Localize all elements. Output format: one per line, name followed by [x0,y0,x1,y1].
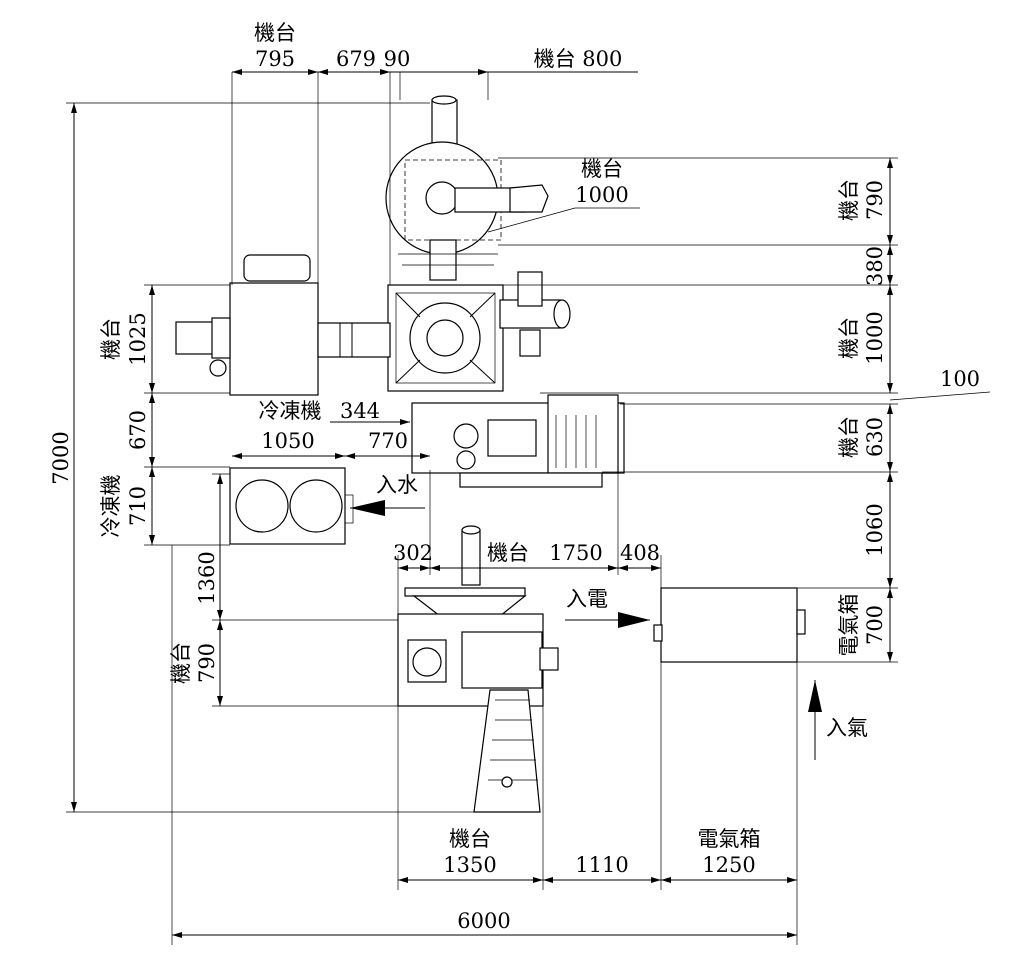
mid-top-label: 機台 [581,157,623,181]
top-d2-value: 679 [336,47,376,71]
mid-d344: 344 [340,399,380,423]
left-chiller-value: 710 [126,486,150,526]
power-arrow-icon [618,612,650,628]
lower-machine [397,525,559,813]
electrical-box [653,587,806,663]
left-machine [175,254,391,396]
mid-d1750: 1750 [549,541,602,565]
top-m1-label: 機台 [254,21,296,45]
right-box-label: 電氣箱 [837,594,861,657]
top-m2-value: 機台 800 [534,47,623,71]
mid-d1000: 1000 [575,183,628,207]
left-m-value: 1025 [126,312,150,365]
mid-chiller-label: 冷凍機 [259,399,322,423]
left-gap-value: 670 [126,410,150,450]
left-d-value: 1360 [195,551,219,604]
mid-d302: 302 [393,541,433,565]
right-m-label3: 機台 [837,416,861,458]
flow-arrows [350,500,822,760]
bottom-gap-value: 1110 [575,853,628,877]
mid-d408: 408 [620,541,660,565]
bottom-m-value: 1350 [443,853,496,877]
left-m3-value: 790 [195,643,219,683]
bottom-m-label: 機台 [449,827,491,851]
chiller-unit [229,467,354,545]
mid-d770: 770 [368,429,408,453]
cyclone-unit [385,95,549,281]
right-d3: 1000 [863,311,887,364]
right-d7: 700 [863,605,887,645]
main-machine-top [387,271,571,392]
water-arrow-icon [350,500,385,516]
dimension-labels: 機台 795 679 90 機台 800 7000 機台 1025 670 冷凍… [49,21,980,933]
right-d5: 630 [863,417,887,457]
right-d1: 790 [863,180,887,220]
mid-chiller-w: 1050 [261,429,314,453]
vacuum-pump-unit [411,394,625,488]
right-m-label2: 機台 [837,317,861,359]
mid-m-label: 機台 [487,541,529,565]
bottom-total: 6000 [457,909,510,933]
dimension-lines [66,69,991,945]
left-m-label: 機台 [99,318,123,360]
left-chiller-label: 冷凍機 [99,475,123,538]
right-d4: 100 [940,367,980,391]
water-label: 入水 [376,473,418,497]
top-d3-value: 90 [384,47,411,71]
bottom-box-label: 電氣箱 [698,827,761,851]
air-arrow-icon [808,680,822,712]
left-total: 7000 [49,431,73,484]
top-m1-value: 795 [255,47,295,71]
power-label: 入電 [566,587,608,611]
left-m3-label: 機台 [169,642,193,684]
bottom-box-value: 1250 [702,853,755,877]
right-d2: 380 [863,246,887,286]
air-label: 入氣 [826,716,868,740]
right-d6: 1060 [863,503,887,556]
right-m-label1: 機台 [837,179,861,221]
